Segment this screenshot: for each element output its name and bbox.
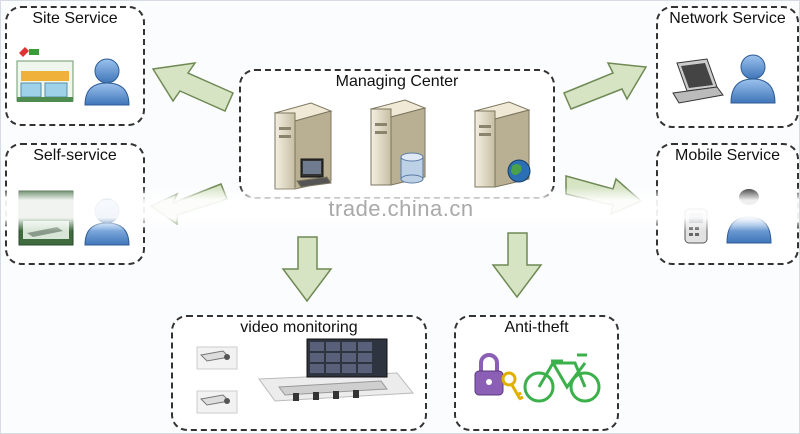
watermark-text: trade.china.cn (328, 196, 474, 221)
arrow-to-site-service (151, 62, 234, 112)
anti-theft-box: Anti-theft (454, 315, 619, 431)
network-service-title: Network Service (669, 10, 786, 27)
arrow-to-network-service (563, 62, 648, 110)
network-service-box: Network Service (656, 6, 799, 128)
video-monitoring-title: video monitoring (240, 319, 358, 336)
site-service-box: Site Service (5, 6, 145, 126)
managing-center-box: Managing Center (239, 69, 555, 199)
anti-theft-title: Anti-theft (504, 319, 569, 336)
arrow-to-anti-theft (491, 232, 543, 299)
watermark-band (1, 187, 799, 231)
video-monitoring-box: video monitoring (171, 315, 427, 431)
managing-center-title: Managing Center (335, 73, 459, 90)
self-service-title: Self-service (33, 147, 117, 164)
arrow-to-video-monitoring (281, 236, 333, 303)
site-service-title: Site Service (32, 10, 118, 27)
mobile-service-title: Mobile Service (675, 147, 780, 164)
